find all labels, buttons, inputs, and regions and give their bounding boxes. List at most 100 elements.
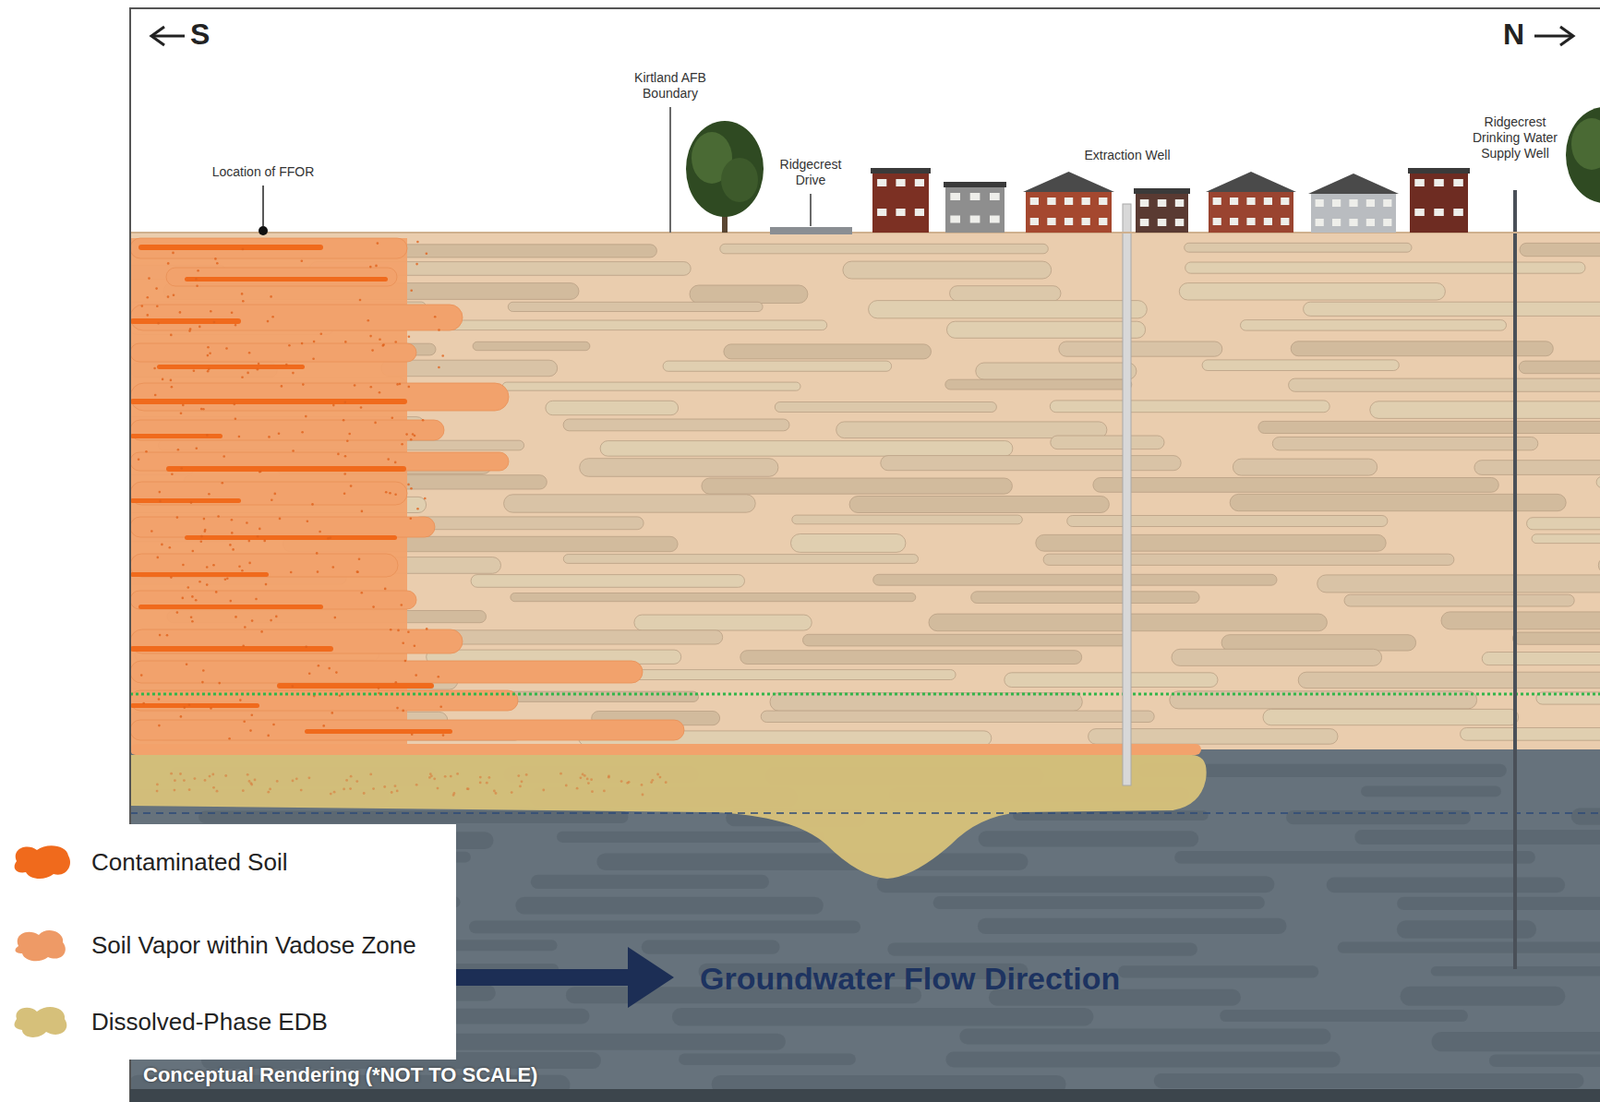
contaminant-speck	[344, 455, 348, 458]
contaminant-speck	[391, 416, 395, 420]
north-arrowhead	[1560, 26, 1574, 46]
plume-speck	[212, 786, 216, 790]
aquifer-lens	[445, 1009, 590, 1025]
blue-dashed-line	[130, 812, 1600, 815]
contaminant-speck	[146, 313, 150, 317]
contaminant-speck	[181, 404, 185, 408]
contaminant-speck	[185, 662, 189, 666]
plume-speck	[415, 783, 419, 787]
soil-lens	[414, 517, 645, 530]
soil-lens	[1441, 612, 1600, 630]
plume-speck	[449, 775, 453, 779]
house-window	[1246, 197, 1255, 205]
soil-lens	[1519, 242, 1600, 256]
contaminant-speck	[398, 383, 402, 386]
aquifer-lens	[1400, 986, 1566, 1007]
contaminant-speck	[322, 724, 325, 728]
contaminant-speck	[300, 342, 304, 346]
contaminant-speck	[249, 729, 253, 733]
plume-speck	[520, 780, 524, 783]
plume-speck	[329, 793, 333, 796]
well-label: Extraction Well	[1076, 147, 1179, 164]
plume-speck	[493, 790, 496, 794]
plume-speck	[602, 790, 606, 794]
contaminant-speck	[311, 503, 314, 506]
contaminant-speck	[437, 675, 441, 679]
contaminant-speck	[200, 535, 204, 539]
contaminant-speck	[217, 682, 221, 686]
contaminant-speck	[168, 546, 172, 550]
house-body	[1208, 192, 1294, 233]
road-label: Ridgecrest Drive	[773, 156, 848, 189]
plume-speck	[173, 779, 177, 782]
contaminant-speck	[254, 598, 258, 602]
leader-dot	[258, 226, 268, 236]
contaminant-speck	[160, 543, 164, 547]
plume-speck	[659, 776, 662, 780]
contaminant-speck	[180, 467, 183, 470]
flow-label: Groundwater Flow Direction	[699, 960, 1120, 999]
contaminant-speck	[169, 334, 173, 337]
contaminant-speck	[372, 605, 375, 609]
house-window	[1157, 199, 1167, 207]
contaminant-speck	[225, 347, 229, 350]
contaminant-speck	[278, 517, 282, 521]
soil-lens	[1474, 460, 1600, 476]
plume-speck	[444, 775, 447, 779]
contaminant-speck	[348, 433, 351, 436]
contaminant-speck	[191, 595, 194, 599]
contaminant-speck	[240, 569, 244, 573]
legend-swatch	[9, 924, 74, 967]
contaminant-speck	[400, 443, 404, 446]
contaminant-speck	[158, 500, 162, 504]
contaminant-speck	[259, 470, 263, 474]
contaminant-speck	[226, 577, 229, 581]
plume-speck	[587, 781, 590, 785]
house-window	[1157, 218, 1167, 227]
plume-speck	[607, 775, 611, 779]
vapor-lobe	[130, 420, 445, 441]
contaminant-speck	[177, 448, 181, 452]
contaminant-speck	[405, 433, 409, 436]
contaminant-speck	[241, 248, 245, 252]
section-group	[130, 107, 1600, 1102]
contaminant-speck	[374, 264, 378, 268]
contaminant-speck	[179, 311, 182, 314]
contaminant-speck	[288, 344, 291, 348]
contaminant-speck	[169, 576, 173, 579]
contaminant-speck	[196, 269, 200, 273]
aquifer-lens	[978, 830, 1200, 847]
contaminant-speck	[408, 336, 411, 339]
soil-lens	[1263, 709, 1519, 725]
contaminant-speck	[266, 320, 270, 324]
house-window	[895, 208, 905, 217]
plume-speck	[173, 789, 177, 793]
contaminant-speck	[161, 378, 165, 382]
boundary-label: Kirtland AFB Boundary	[624, 70, 717, 102]
house-window	[1453, 179, 1464, 187]
flow-arrow	[456, 947, 674, 1009]
contaminant-speck	[360, 591, 364, 595]
contaminant-speck	[359, 299, 362, 302]
contaminant-speck	[180, 411, 183, 415]
contaminant-speck	[144, 450, 148, 454]
plume-speck	[579, 776, 583, 780]
contaminant-speck	[409, 438, 413, 442]
contaminant-speck	[328, 536, 332, 540]
contaminant-speck	[395, 681, 398, 685]
contaminated-streak	[276, 683, 434, 689]
contaminated-streak	[304, 729, 453, 734]
direction-label: N	[1503, 16, 1525, 52]
contaminant-speck	[401, 641, 405, 645]
plume-speck	[394, 784, 397, 788]
tree-canopy	[721, 157, 758, 203]
house-window	[1246, 217, 1255, 226]
aquifer-lens	[1118, 965, 1319, 978]
vapor-lobe	[130, 343, 417, 362]
contaminant-speck	[230, 518, 234, 522]
contaminant-speck	[304, 415, 308, 419]
contaminant-speck	[263, 540, 266, 543]
plume-speck	[295, 777, 299, 781]
contaminant-speck	[336, 453, 340, 457]
house-window	[1030, 197, 1039, 205]
